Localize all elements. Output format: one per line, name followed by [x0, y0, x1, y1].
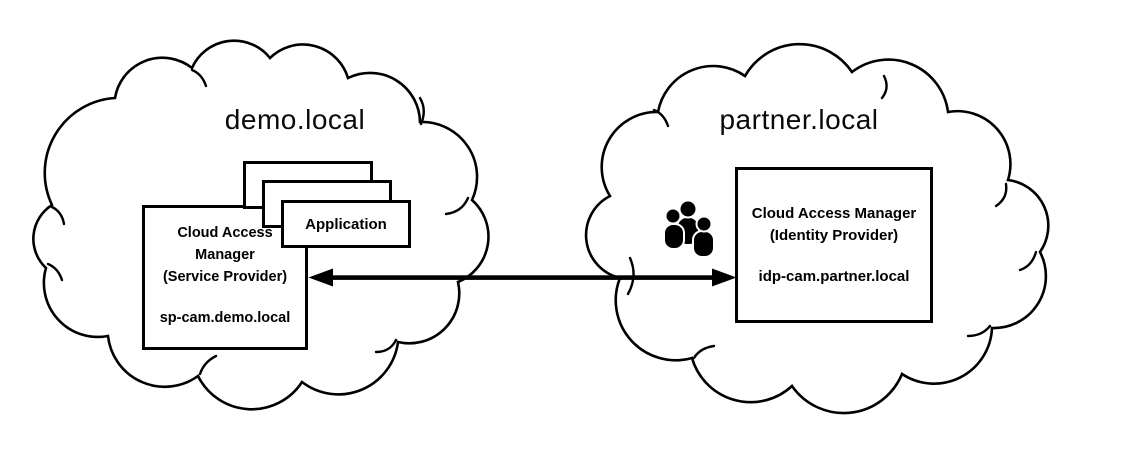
application-label: Application	[305, 215, 387, 233]
left-cloud-scallop-hooks	[46, 68, 470, 376]
federation-arrow	[308, 268, 737, 287]
sp-box-hostname: sp-cam.demo.local	[159, 310, 291, 326]
identity-provider-box: Cloud Access Manager (Identity Provider)…	[735, 167, 933, 323]
idp-box-line2: (Identity Provider)	[769, 227, 899, 244]
service-provider-box: Cloud Access Manager (Service Provider) …	[142, 205, 308, 350]
sp-box-line3: (Service Provider)	[162, 269, 288, 285]
arrow-shaft	[318, 275, 728, 280]
arrow-head-left-icon	[308, 268, 333, 287]
right-cloud-title: partner.local	[719, 104, 879, 135]
sp-box-line2: Manager	[195, 247, 255, 263]
users-group-icon	[663, 199, 715, 258]
left-cloud-title: demo.local	[224, 104, 366, 135]
application-box-front: Application	[281, 200, 411, 248]
idp-box-hostname: idp-cam.partner.local	[758, 268, 910, 285]
sp-box-line1: Cloud Access	[177, 225, 273, 241]
idp-box-line1: Cloud Access Manager	[751, 205, 917, 222]
arrow-head-right-icon	[712, 268, 737, 287]
right-cloud-scallop-hooks	[626, 74, 1038, 360]
